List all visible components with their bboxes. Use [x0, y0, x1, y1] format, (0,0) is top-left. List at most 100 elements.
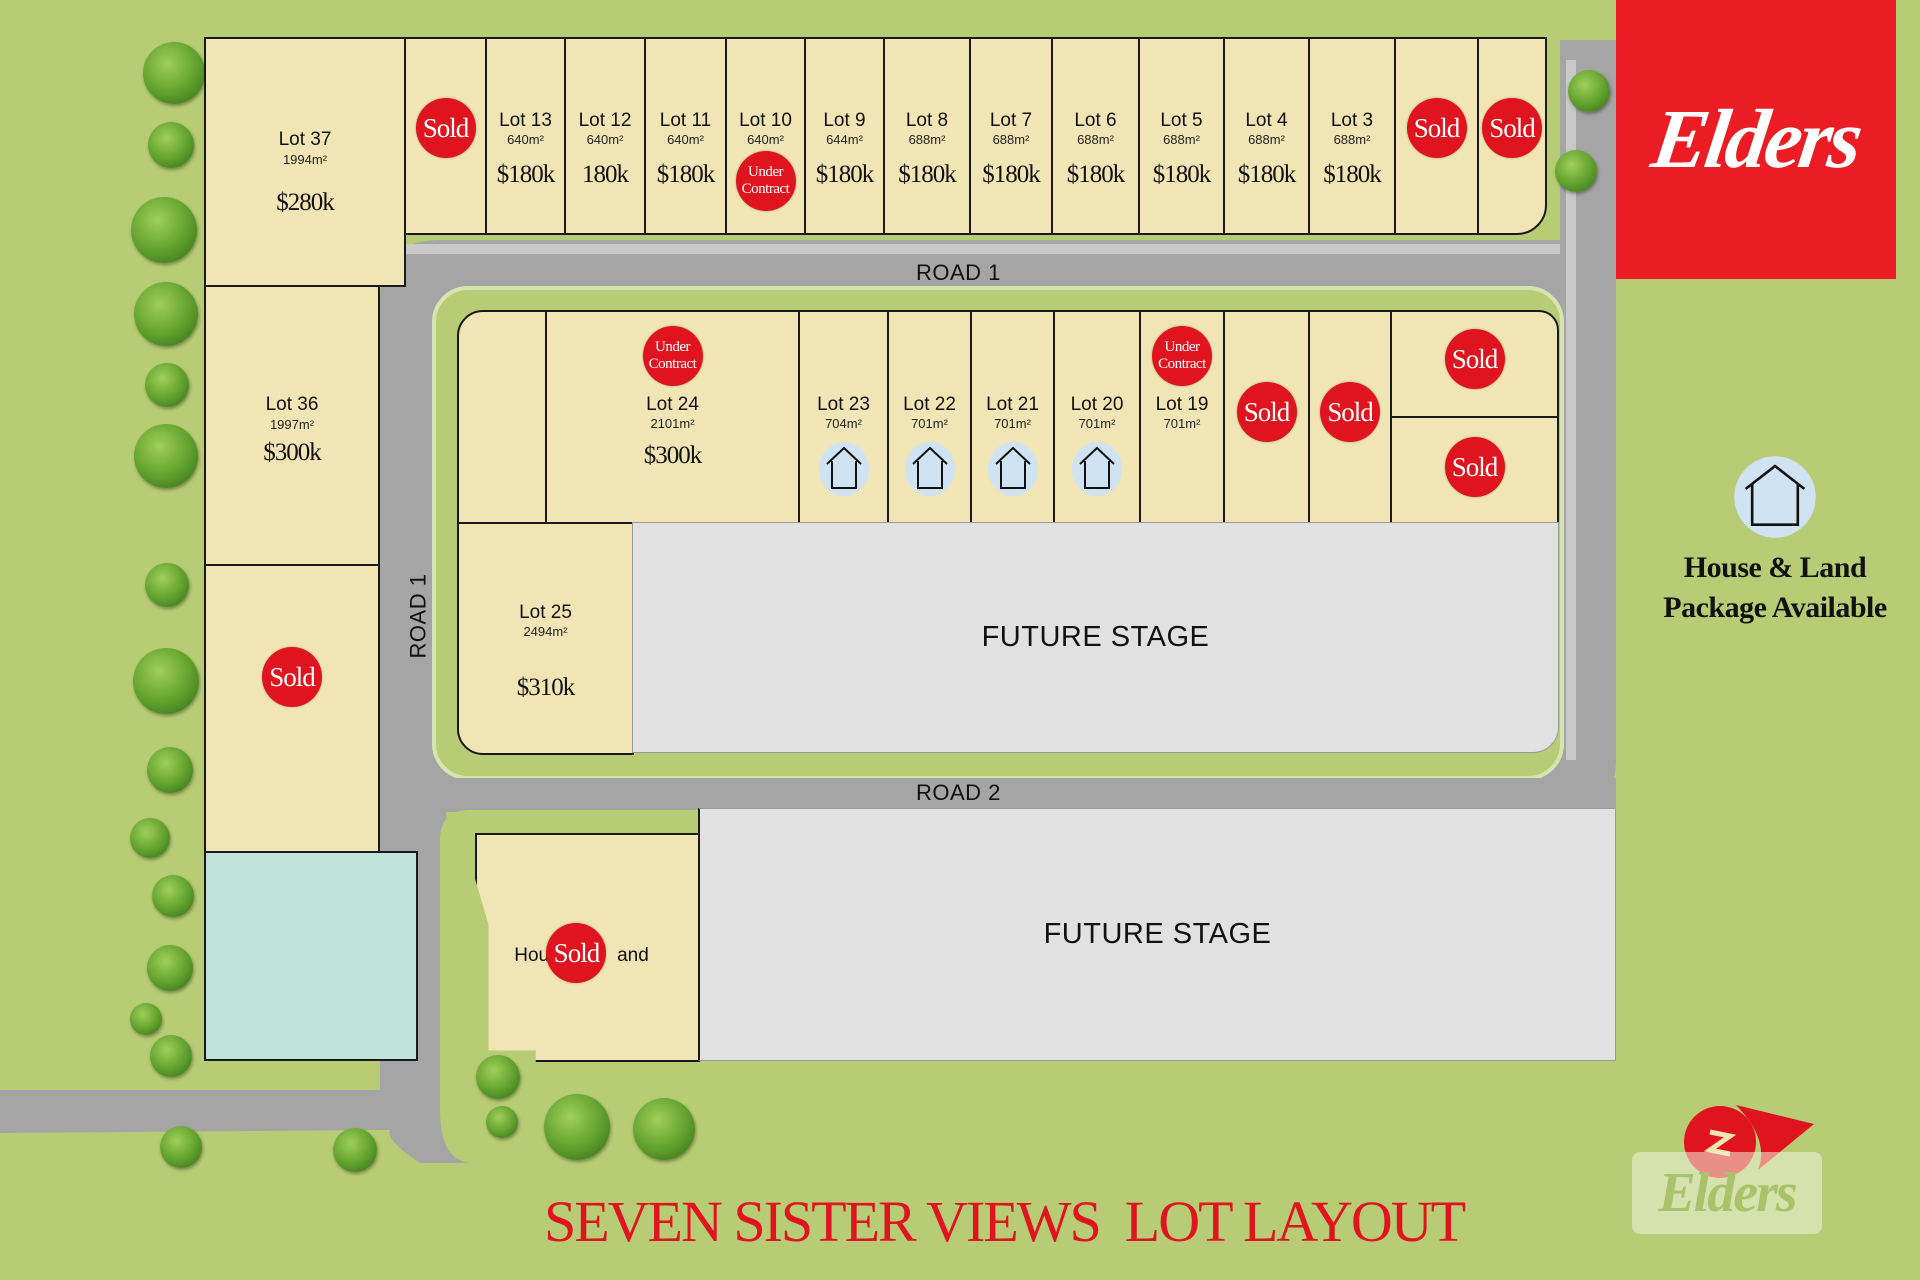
tree-icon	[134, 424, 198, 488]
lot-price: $180k	[898, 161, 957, 188]
lot-7[interactable]: Lot 7 688m² $180k	[969, 37, 1053, 235]
page-title: SEVEN SISTER VIEWS LOT LAYOUT	[543, 1189, 1466, 1254]
sold-badge: Sold	[262, 647, 322, 707]
tree-icon	[147, 945, 193, 991]
lot-37[interactable]: Lot 37 1994m² $280k	[204, 37, 406, 287]
lot-area: 688m²	[1163, 132, 1200, 147]
road-2-kerb	[435, 778, 1616, 808]
lot-8[interactable]: Lot 8 688m² $180k	[883, 37, 971, 235]
lot-price: $180k	[1323, 161, 1382, 188]
sold-badge: Sold	[1444, 329, 1505, 389]
lot-price: 180k	[582, 161, 629, 188]
house-icon	[904, 442, 955, 496]
lot-label: Lot 6	[1074, 110, 1117, 131]
lot-6[interactable]: Lot 6 688m² $180k	[1051, 37, 1140, 235]
road-1-label: ROAD 1	[916, 260, 1001, 285]
road-1-kerb	[390, 244, 1560, 254]
water-reserve	[204, 851, 418, 1061]
lot-21[interactable]: Lot 21 701m²	[970, 310, 1055, 524]
future-stage-1: FUTURE STAGE	[632, 522, 1559, 753]
sold-badge: Sold	[546, 923, 607, 983]
lot-3[interactable]: Lot 3 688m² $180k	[1308, 37, 1396, 235]
legend-line-2: Package Available	[1663, 591, 1887, 624]
lot-4[interactable]: Lot 4 688m² $180k	[1223, 37, 1310, 235]
future-stage-2: FUTURE STAGE	[698, 808, 1616, 1061]
watermark-elders: Elders	[1632, 1152, 1822, 1234]
lot-sold[interactable]: Sold	[404, 37, 487, 235]
lot-9[interactable]: Lot 9 644m² $180k	[804, 37, 885, 235]
lot-area: 1994m²	[282, 152, 328, 167]
lot-price: $280k	[276, 189, 335, 216]
lot-area: 640m²	[507, 132, 544, 147]
tree-icon	[1568, 70, 1610, 112]
lot-area: 640m²	[747, 132, 784, 147]
lot-sold[interactable]: Sold	[1394, 37, 1479, 235]
lot-25[interactable]: Lot 25 2494m² $310k	[457, 522, 634, 755]
lot-unlabeled[interactable]	[457, 310, 547, 524]
tree-icon	[633, 1098, 695, 1160]
lot-area: 688m²	[992, 132, 1030, 147]
tree-icon	[131, 197, 197, 263]
lot-22[interactable]: Lot 22 701m²	[887, 310, 972, 524]
house-icon	[1734, 456, 1816, 538]
lot-price: $180k	[1237, 161, 1297, 188]
lot-label: Lot 12	[578, 110, 632, 131]
lot-price: $180k	[1066, 161, 1126, 188]
lot-price: $180k	[496, 161, 556, 188]
lot-area: 688m²	[1248, 132, 1285, 147]
lot-13[interactable]: Lot 13 640m² $180k	[485, 37, 566, 235]
lot-price: $300k	[263, 439, 322, 466]
lot-area: 1997m²	[269, 417, 315, 432]
lot-price: $180k	[656, 161, 716, 188]
lot-11[interactable]: Lot 11 640m² $180k	[644, 37, 727, 235]
lot-sold[interactable]: Sold	[1390, 310, 1559, 418]
lot-36[interactable]: Lot 36 1997m² $300k	[204, 285, 380, 566]
lot-label: Lot 23	[817, 394, 870, 415]
lot-12[interactable]: Lot 12 640m² 180k	[564, 37, 646, 235]
lot-price: $310k	[516, 674, 576, 701]
tree-icon	[148, 122, 194, 168]
tree-icon	[147, 747, 193, 793]
tree-icon	[145, 563, 189, 607]
lot-23[interactable]: Lot 23 704m²	[798, 310, 889, 524]
sold-badge: Sold	[1236, 382, 1297, 442]
lot-sold[interactable]: Sold	[1223, 310, 1310, 524]
lot-area: 644m²	[826, 132, 863, 147]
tree-icon	[143, 42, 205, 104]
lot-area: 688m²	[1077, 132, 1114, 147]
tree-icon	[152, 875, 194, 917]
lot-area: 701m²	[1163, 416, 1201, 431]
sold-badge: Sold	[1482, 98, 1542, 158]
lot-area: 688m²	[1333, 132, 1371, 147]
lot-20[interactable]: Lot 20 701m²	[1053, 310, 1141, 524]
lot-area: 640m²	[667, 132, 704, 147]
tree-icon	[150, 1035, 192, 1077]
lot-price: $300k	[643, 442, 703, 469]
north-arrow-logo: Elders	[1630, 1100, 1830, 1240]
tree-icon	[544, 1094, 610, 1160]
lot-sold[interactable]: Sold	[204, 564, 380, 853]
tree-icon	[333, 1128, 377, 1172]
tree-icon	[133, 648, 199, 714]
road-2-label: ROAD 2	[916, 780, 1001, 805]
lot-price: $180k	[815, 161, 875, 188]
legend: House & Land Package Available	[1640, 452, 1910, 625]
lot-label: Lot 13	[499, 110, 552, 131]
lot-5[interactable]: Lot 5 688m² $180k	[1138, 37, 1225, 235]
road-1-vertical-label: ROAD 1	[405, 573, 431, 659]
lot-sold[interactable]: Sold	[1477, 37, 1547, 235]
lot-label: Lot 22	[903, 394, 956, 415]
lot-label: Lot 5	[1160, 110, 1203, 131]
lot-label: Lot 25	[519, 602, 572, 623]
tree-icon	[145, 363, 189, 407]
lot-sold[interactable]: Sold	[1308, 310, 1392, 524]
lot-sold[interactable]: Sold	[1390, 416, 1559, 524]
tree-icon	[486, 1106, 518, 1138]
lot-area: 701m²	[1078, 416, 1116, 431]
